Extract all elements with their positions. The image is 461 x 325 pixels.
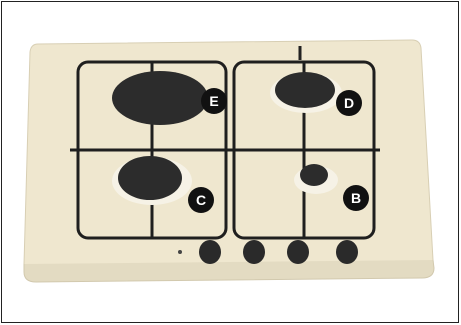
burner-bottom-right	[300, 164, 328, 186]
control-knob-2	[243, 240, 265, 264]
label-d: D	[344, 95, 354, 111]
label-c: C	[196, 192, 206, 208]
label-badge-c: C	[188, 187, 214, 213]
label-badge-d: D	[336, 90, 362, 116]
label-b: B	[351, 190, 361, 206]
label-badge-b: B	[343, 185, 369, 211]
label-badge-e: E	[201, 88, 227, 114]
control-knob-4	[336, 240, 358, 264]
ignition-indicator	[178, 250, 182, 254]
burner-top-right	[275, 72, 335, 108]
label-e: E	[209, 93, 218, 109]
hob-surface	[24, 40, 433, 276]
electric-hotplate-burner	[112, 71, 208, 125]
burner-bottom-left	[118, 156, 182, 200]
control-knob-3	[287, 240, 309, 264]
control-knob-1	[199, 240, 221, 264]
